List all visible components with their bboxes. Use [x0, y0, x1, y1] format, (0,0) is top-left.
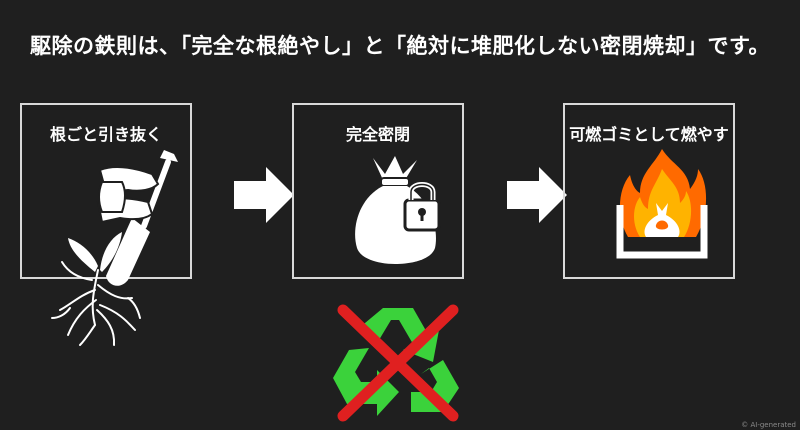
sealed-bag-lock-icon [355, 156, 441, 264]
recycle-crossed-out-icon [333, 304, 459, 422]
burning-bag-icon [616, 149, 708, 259]
arrow-right-icon [507, 167, 567, 223]
credit-text: © AI-generated [741, 421, 796, 429]
step-label: 完全密閉 [345, 125, 410, 144]
step-label: 根ごと引き抜く [49, 125, 162, 144]
headline: 駆除の鉄則は、「完全な根絶やし」と「絶対に堆肥化しない密閉焼却」です。 [30, 34, 770, 58]
step-box-pull-out: 根ごと引き抜く [20, 103, 192, 279]
step-label: 可燃ゴミとして燃やす [569, 125, 729, 144]
arrow-right-icon [234, 167, 294, 223]
step-box-seal: 完全密閉 [292, 103, 464, 279]
step-box-burn: 可燃ゴミとして燃やす [563, 103, 735, 279]
hands-shovel-roots-icon [51, 150, 178, 346]
